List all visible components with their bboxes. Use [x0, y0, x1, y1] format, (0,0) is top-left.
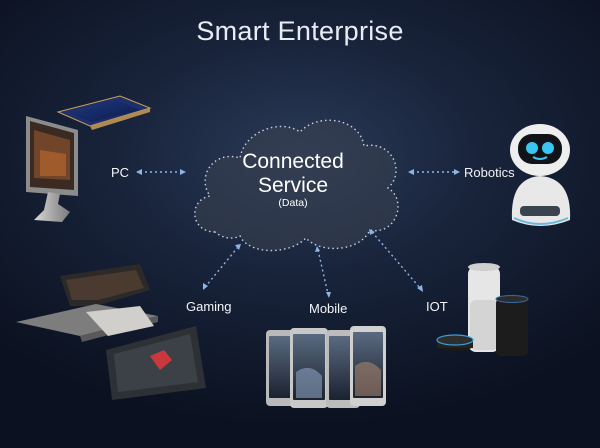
node-label-mobile: Mobile — [309, 301, 347, 316]
node-label-robotics: Robotics — [464, 165, 515, 180]
node-label-iot: IOT — [426, 299, 448, 314]
laptop-icon — [58, 96, 150, 130]
node-label-pc: PC — [111, 165, 129, 180]
phones-icon — [266, 326, 386, 408]
node-label-gaming: Gaming — [186, 299, 232, 314]
all-in-one-pc-icon — [26, 116, 78, 222]
data-sublabel: (Data) — [218, 197, 368, 209]
connected-label: Connected — [218, 150, 368, 174]
connector-mobile — [318, 250, 328, 294]
connected-service-label: Connected Service — [218, 150, 368, 198]
smart-speakers-icon — [437, 263, 528, 356]
service-label: Service — [218, 174, 368, 198]
page-title: Smart Enterprise — [0, 16, 600, 47]
robot-icon — [510, 124, 570, 226]
connector-gaming — [206, 247, 238, 286]
connector-iot — [372, 232, 420, 288]
gaming-laptop-icon — [16, 264, 206, 400]
